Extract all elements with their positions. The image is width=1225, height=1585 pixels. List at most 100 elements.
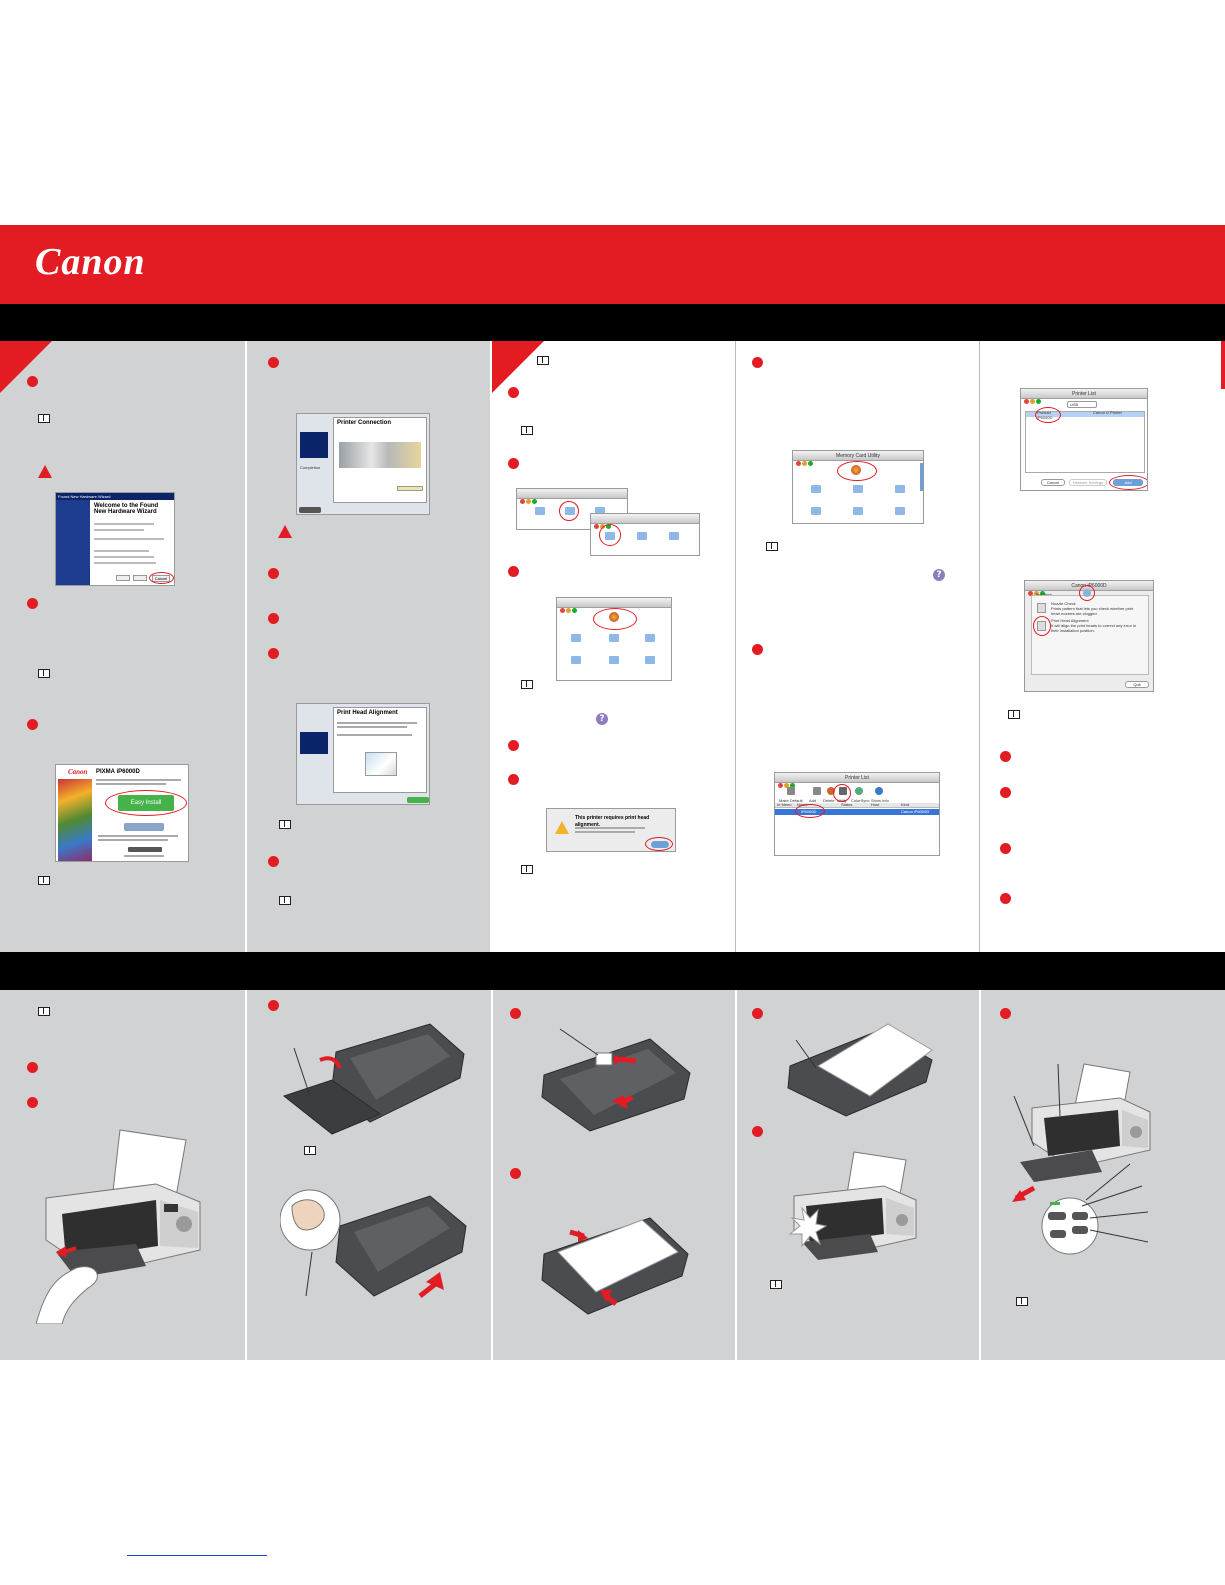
folder-icon: [669, 532, 679, 540]
utility-screenshot: Canon iP6000D Test Print Nozzle Check Pr…: [1024, 580, 1154, 692]
wizard-next-button[interactable]: [133, 575, 147, 581]
folder-icon: [811, 507, 821, 515]
installer-step-list: [300, 732, 328, 754]
network-settings-button[interactable]: Network Settings: [1069, 479, 1107, 486]
wizard-text-line: [94, 538, 164, 540]
nozzle-check-icon[interactable]: [1037, 603, 1046, 613]
step-bullet: [508, 774, 519, 785]
step-bullet: [27, 1062, 38, 1073]
folder-icon: [595, 507, 605, 515]
toolbar-make-default[interactable]: Make Default: [779, 798, 803, 803]
printer-list-screenshot: Printer List Make Default Add Delete Uti…: [774, 772, 940, 856]
exit-button[interactable]: [128, 847, 162, 852]
info-icon: [875, 787, 883, 795]
help-icon[interactable]: ?: [933, 569, 945, 581]
manual-icon: [1016, 1297, 1028, 1306]
printer-folder-screenshot: [556, 597, 672, 681]
cassette-paper-illustration: [540, 1210, 690, 1318]
cancel-button[interactable]: Cancel: [1041, 479, 1065, 486]
toolbar-colorsync[interactable]: ColorSync: [851, 798, 870, 803]
colorsync-icon: [855, 787, 863, 795]
step-bullet: [508, 740, 519, 751]
next-button[interactable]: [407, 797, 429, 803]
folder-icon: [853, 485, 863, 493]
wizard-body: [90, 500, 174, 585]
alignment-text: [337, 734, 412, 736]
section-bar-bottom: [0, 952, 1225, 990]
quit-button[interactable]: Quit: [1125, 681, 1149, 688]
scrollbar[interactable]: [920, 463, 923, 491]
easy-install-text: [124, 855, 164, 857]
step-bullet: [1000, 893, 1011, 904]
toolbar-show-info[interactable]: Show Info: [871, 798, 889, 803]
highlight-ring: [559, 501, 579, 521]
custom-install-button[interactable]: [124, 823, 164, 831]
window-titlebar: Memory Card Utility: [793, 451, 923, 466]
toolbar-delete[interactable]: Delete: [823, 798, 835, 803]
wizard-text-line: [94, 523, 154, 525]
highlight-ring: [833, 784, 851, 802]
corner-marker: [0, 341, 52, 393]
table-row[interactable]: [775, 809, 939, 815]
wizard-back-button[interactable]: [116, 575, 130, 581]
connection-select[interactable]: USB: [1067, 401, 1097, 408]
group-label: Test Print: [1035, 591, 1052, 598]
highlight-ring: [149, 572, 174, 584]
nozzle-check-title: Nozzle Check: [1051, 601, 1076, 606]
list-selected-row[interactable]: [1026, 412, 1144, 417]
step-bullet: [752, 1126, 763, 1137]
alert-text: [575, 827, 645, 829]
folder-icon: [571, 656, 581, 664]
window-titlebar: [517, 489, 627, 504]
folder-icon: [895, 507, 905, 515]
finder-window-screenshot: [590, 513, 700, 556]
printer-connection-screenshot: Completion Printer Connection: [296, 413, 430, 515]
window-titlebar: Printer List: [1021, 389, 1147, 404]
highlight-ring: [599, 524, 621, 546]
manual-icon: [1008, 710, 1020, 719]
cancel-button[interactable]: [299, 507, 321, 513]
highlight-ring: [795, 804, 825, 818]
easy-install-photos: [58, 779, 92, 861]
paper-illustration: [365, 752, 397, 776]
manual-icon: [304, 1146, 316, 1155]
alignment-text: [337, 722, 417, 724]
easy-install-logo: Canon: [68, 768, 88, 776]
manual-icon: [38, 876, 50, 885]
column-kind: Kind: [901, 802, 910, 807]
column-host: Host: [871, 802, 880, 807]
printer-illustration: [788, 1148, 920, 1272]
canon-logo: Canon: [35, 241, 146, 283]
manual-icon: [770, 1280, 782, 1289]
warning-icon: [555, 821, 569, 834]
step-bullet: [27, 598, 38, 609]
nozzle-check-desc: Prints pattern that lets you check wheth…: [1051, 606, 1134, 616]
folder-icon: [811, 485, 821, 493]
window-titlebar: [591, 514, 699, 529]
step-bullet: [268, 568, 279, 579]
manual-icon: [521, 426, 533, 435]
highlight-ring: [1035, 407, 1061, 423]
manual-icon: [279, 820, 291, 829]
easy-install-product: PIXMA iP6000D: [96, 769, 140, 775]
alert-text: [575, 831, 635, 833]
manual-icon: [766, 542, 778, 551]
wizard-text-line: [94, 556, 154, 558]
printer-icon: [787, 787, 795, 795]
manual-icon: [279, 896, 291, 905]
manual-icon: [38, 669, 50, 678]
easy-install-text: [98, 835, 178, 837]
step-bullet: [268, 1000, 279, 1011]
column-status: Status: [841, 802, 853, 807]
step-bullet: [27, 376, 38, 387]
help-icon[interactable]: ?: [596, 713, 608, 725]
step-bullet: [508, 458, 519, 469]
easy-install-text: [96, 779, 181, 781]
highlight-ring: [1079, 585, 1095, 601]
hyperlink-underline[interactable]: [127, 1555, 267, 1556]
toolbar-add[interactable]: Add: [809, 798, 817, 803]
manual-icon: [38, 414, 50, 423]
window-title: Printer List: [845, 775, 869, 781]
manual-icon: [537, 356, 549, 365]
step-bullet: [268, 357, 279, 368]
